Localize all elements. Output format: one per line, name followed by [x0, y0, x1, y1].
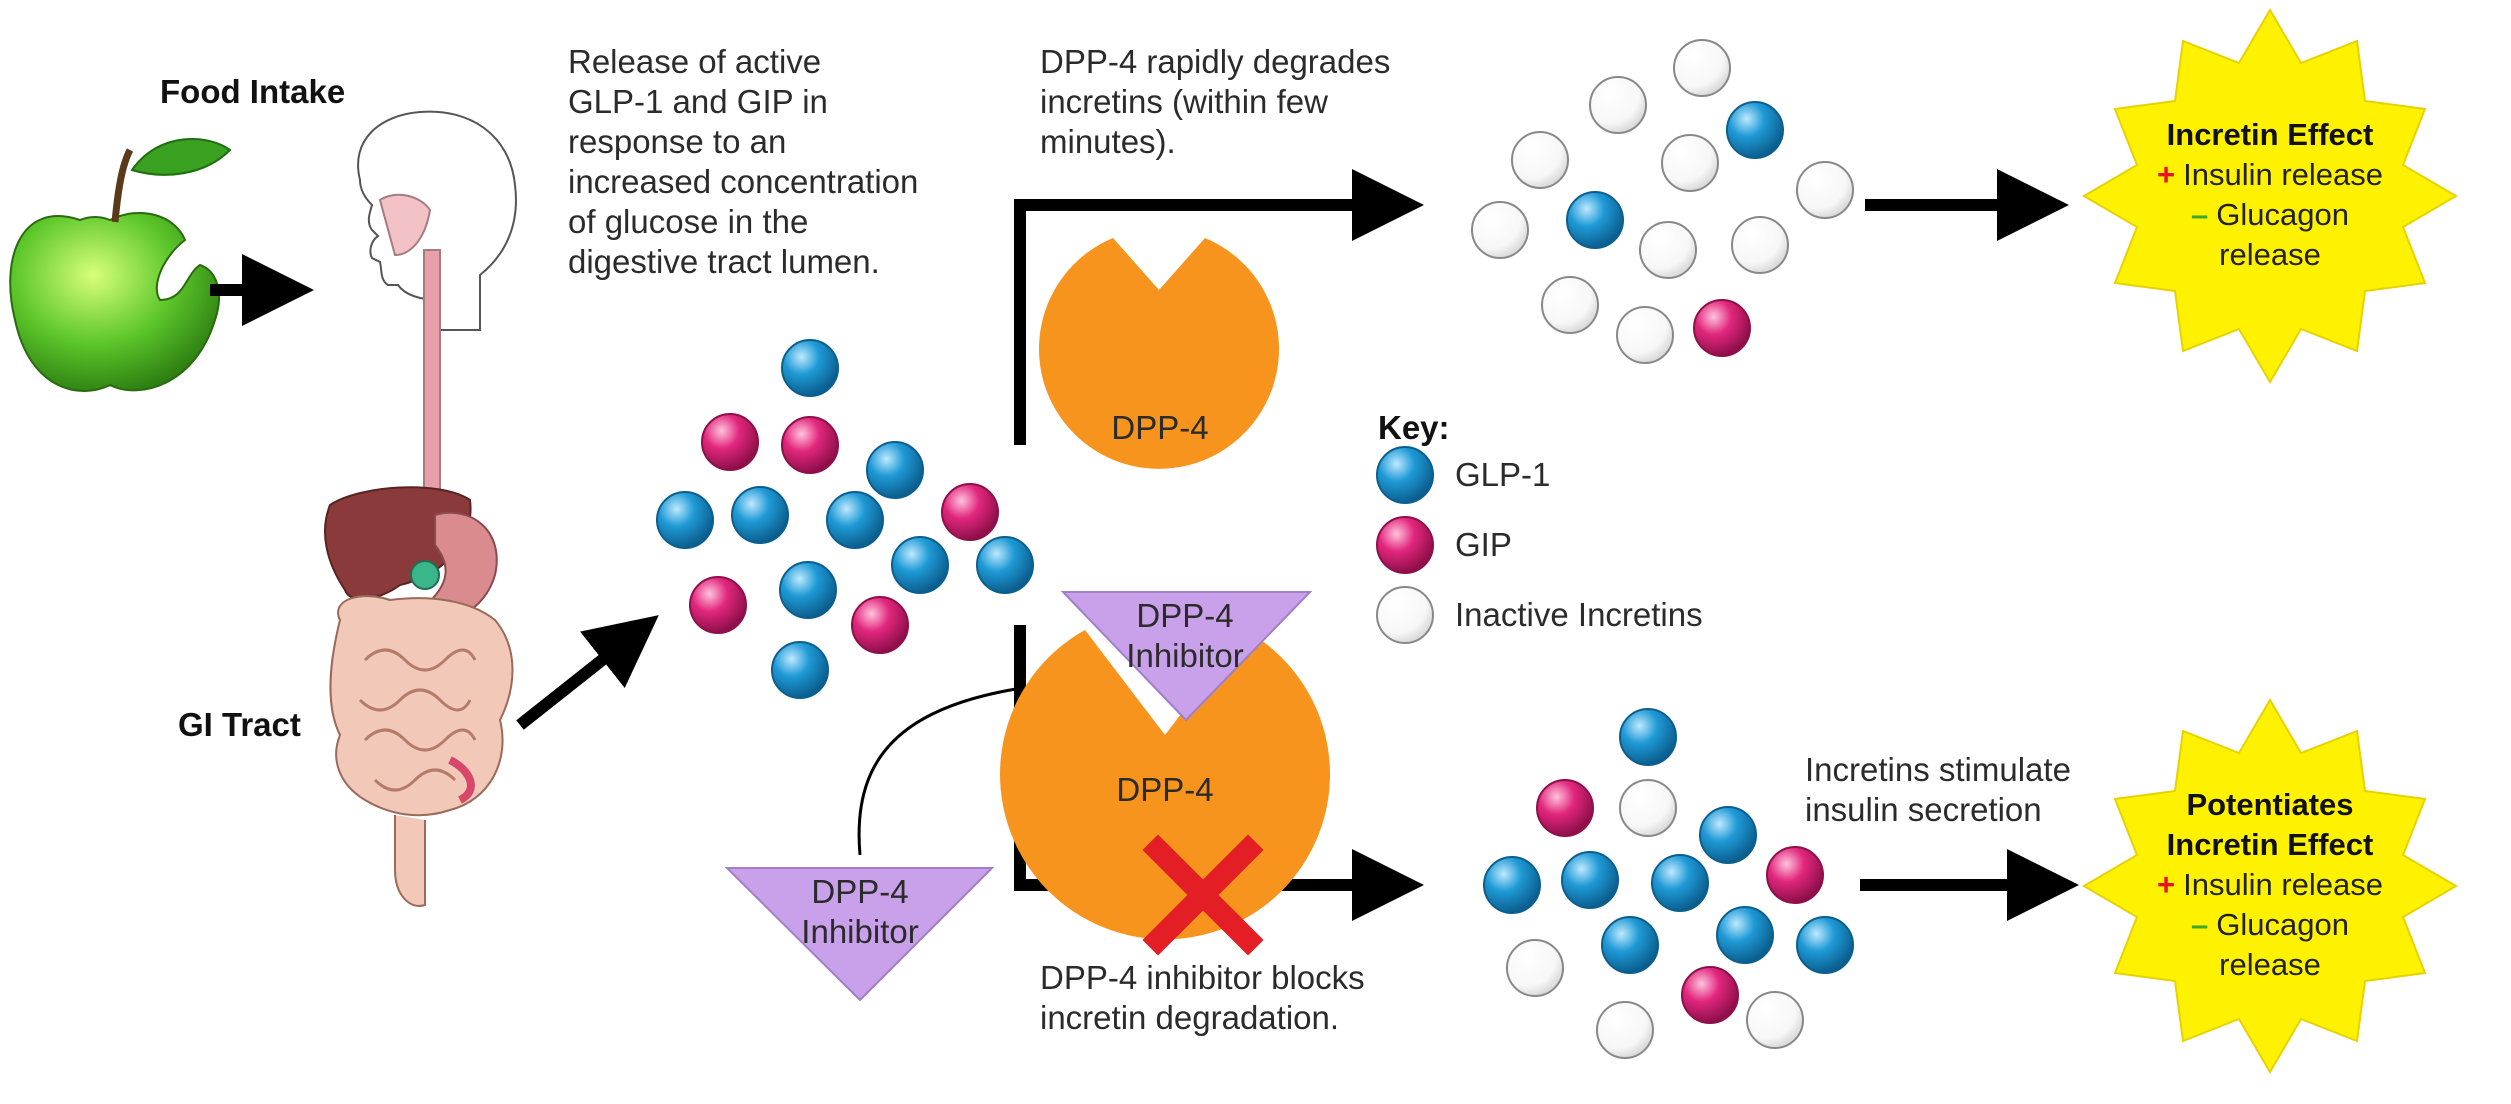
key-swatches — [1376, 446, 1434, 644]
dpp4-enzyme-top — [1039, 238, 1280, 469]
glp1-molecule — [891, 536, 949, 594]
block-x-icon — [1142, 834, 1264, 956]
gip-molecule — [701, 413, 759, 471]
active-incretin-cluster — [656, 339, 1034, 699]
gip-molecule — [851, 596, 909, 654]
glucagon-line: Glucagon — [2216, 907, 2349, 942]
degraded-incretin-cluster — [1471, 39, 1854, 364]
key-title: Key: — [1378, 409, 1450, 446]
glp1-molecule — [826, 491, 884, 549]
key-label-glp1: GLP-1 — [1455, 456, 1551, 493]
minus-sign: – — [2191, 907, 2209, 942]
glp1-molecule — [976, 536, 1034, 594]
potentiated-effect-star — [2082, 698, 2458, 1074]
incretin-effect-star — [2082, 8, 2458, 384]
dpp4-label-top: DPP-4 — [1111, 409, 1209, 446]
glp1-molecule — [866, 441, 924, 499]
key-label-gip: GIP — [1455, 526, 1512, 563]
potentiates-title: Potentiates — [2186, 787, 2354, 822]
release-line: release — [2219, 947, 2321, 982]
release-description: Release of active GLP-1 and GIP in respo… — [568, 43, 919, 280]
glp1-molecule — [781, 339, 839, 397]
incretin-effect-text: Incretin Effect +Insulin release –Glucag… — [2090, 115, 2450, 275]
apple-icon — [9, 137, 232, 392]
key-label-inactive: Inactive Incretins — [1455, 596, 1703, 633]
gip-molecule — [941, 483, 999, 541]
inhibitor-label-bound: DPP-4 Inhibitor — [1126, 597, 1244, 674]
glp1-molecule — [656, 491, 714, 549]
key-swatch-gip — [1376, 516, 1434, 574]
insulin-release-line: Insulin release — [2183, 867, 2383, 902]
glp1-molecule — [731, 486, 789, 544]
dpp4-inhibitor-bound — [1060, 591, 1313, 722]
key-swatch-inactive — [1376, 586, 1434, 644]
dpp4-label-bottom: DPP-4 — [1116, 771, 1214, 808]
minus-sign: – — [2191, 197, 2209, 232]
protected-incretin-cluster — [1483, 708, 1854, 1059]
stimulate-description: Incretins stimulate insulin secretion — [1805, 751, 2071, 828]
incretin-effect-title: Incretin Effect — [2166, 117, 2374, 152]
block-description: DPP-4 inhibitor blocks incretin degradat… — [1040, 959, 1365, 1036]
glp1-molecule — [771, 641, 829, 699]
potentiated-effect-text: Potentiates Incretin Effect +Insulin rel… — [2090, 785, 2450, 985]
plus-sign: + — [2156, 157, 2176, 192]
plus-sign: + — [2156, 867, 2176, 902]
insulin-release-line: Insulin release — [2183, 157, 2383, 192]
gip-molecule — [781, 416, 839, 474]
human-digestive-icon — [324, 110, 517, 907]
key-swatch-glp1 — [1376, 446, 1434, 504]
release-line: release — [2219, 237, 2321, 272]
glucagon-line: Glucagon — [2216, 197, 2349, 232]
inhibitor-label-free: DPP-4 Inhibitor — [801, 873, 919, 950]
glp1-molecule — [779, 561, 837, 619]
gip-molecule — [689, 576, 747, 634]
potentiates-subtitle: Incretin Effect — [2166, 827, 2374, 862]
degrade-description: DPP-4 rapidly degrades incretins (within… — [1040, 43, 1391, 160]
dpp4-inhibitor-free — [724, 867, 995, 1002]
gi-tract-label: GI Tract — [178, 706, 301, 743]
food-intake-label: Food Intake — [160, 73, 346, 110]
